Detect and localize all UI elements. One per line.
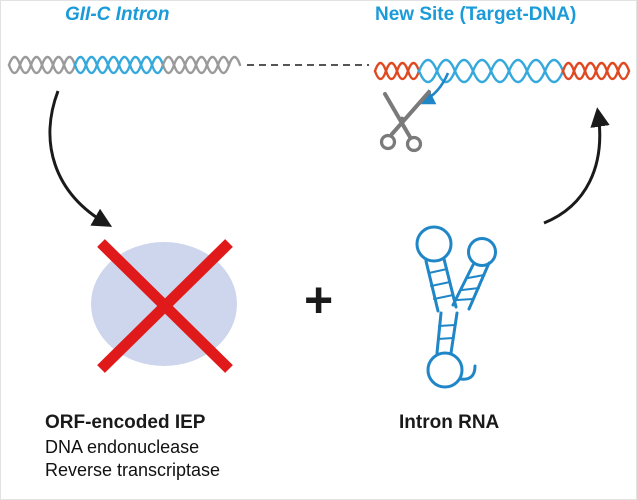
- target-flank-right-red: [561, 61, 631, 81]
- target-flank-left-red: [373, 61, 421, 81]
- helix-flank-left-gray: [7, 55, 77, 75]
- rna-label: Intron RNA: [399, 412, 500, 433]
- rna-loop-2: [467, 237, 497, 267]
- arrow-intron-to-iep: [48, 90, 113, 227]
- intron-rna-structure: [415, 225, 497, 389]
- target-inserted-intron-blue: [417, 58, 565, 84]
- arrow-rna-to-target: [543, 107, 610, 225]
- helix-intron-blue: [73, 55, 165, 75]
- target-title: New Site (Target-DNA): [375, 4, 577, 25]
- reverse-transcriptase-label: Reverse transcriptase: [45, 460, 221, 480]
- insertion-arrow: [417, 72, 450, 105]
- endonuclease-label: DNA endonuclease: [45, 437, 200, 457]
- target-dna-helix: [373, 58, 631, 84]
- rna-loop-3: [426, 351, 464, 389]
- iep-label: ORF-encoded IEP: [45, 412, 206, 433]
- scissors-icon: [379, 90, 431, 153]
- red-cross-icon: [97, 239, 233, 373]
- intron-dna-helix: [7, 55, 242, 75]
- intron-title: GII-C Intron: [65, 4, 170, 25]
- iep-blob-group: [91, 239, 237, 373]
- plus-sign: +: [304, 272, 334, 328]
- helix-flank-right-gray: [161, 55, 242, 75]
- rna-loop-1: [415, 225, 453, 263]
